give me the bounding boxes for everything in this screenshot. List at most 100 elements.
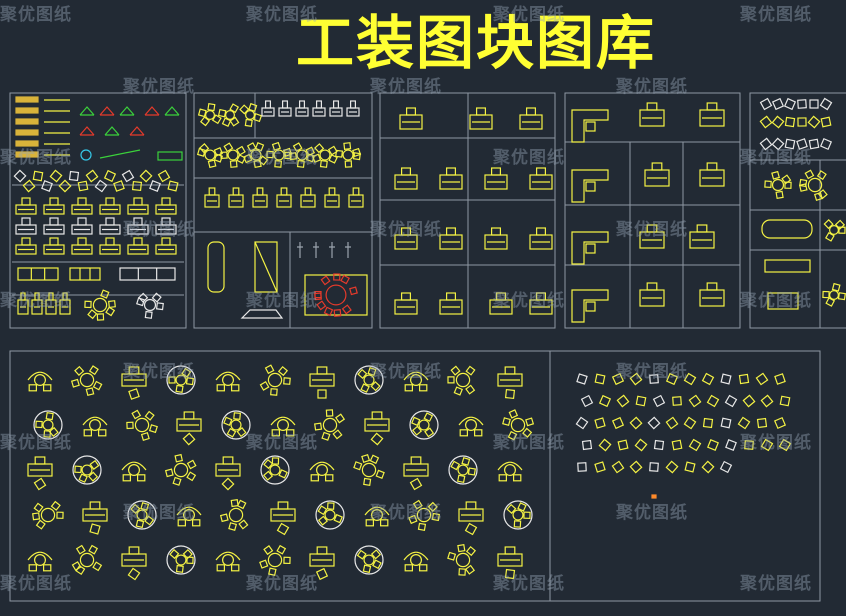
chair-shape <box>817 189 828 200</box>
chair-group <box>32 170 44 182</box>
chair-shape <box>513 520 522 528</box>
chair-group <box>665 372 679 386</box>
desk-group <box>497 366 523 387</box>
chair-group <box>701 372 715 386</box>
chair-group <box>629 416 643 430</box>
chair-shape <box>229 116 240 127</box>
furniture-group <box>506 502 531 528</box>
chair-shape <box>756 417 768 429</box>
chair-shape <box>369 454 380 465</box>
round-lounge <box>127 500 157 530</box>
chair-shape <box>447 376 455 384</box>
chair-shape <box>465 501 477 510</box>
lounge-chair <box>216 564 225 572</box>
chair-shape <box>401 227 412 236</box>
desk-group <box>439 227 463 250</box>
table-shape <box>361 462 377 478</box>
watermark-text: 聚优图纸 <box>493 148 565 168</box>
chair-shape <box>822 290 830 299</box>
chair-shape <box>236 154 246 164</box>
chair-shape <box>837 292 846 301</box>
watermark-text: 聚优图纸 <box>493 433 565 453</box>
chair-shape <box>634 438 648 452</box>
chair-group <box>127 567 141 581</box>
chair-shape <box>755 372 769 386</box>
sofa-shape <box>17 267 59 281</box>
chair-group <box>672 396 682 406</box>
chair-shape <box>161 237 171 246</box>
chair-shape <box>74 365 85 377</box>
table-shape <box>143 298 157 312</box>
chair-shape <box>70 378 80 388</box>
chair-shape <box>94 179 108 193</box>
chair-shape <box>311 153 322 163</box>
desk-group <box>689 224 715 249</box>
chair-group <box>629 460 643 474</box>
chair-shape <box>20 292 26 301</box>
legend-swatch <box>15 118 39 125</box>
chair-shape <box>760 394 774 408</box>
chair-shape <box>585 181 596 192</box>
meeting-table <box>304 274 368 316</box>
table-shape <box>363 554 375 566</box>
watermark-text: 聚优图纸 <box>246 433 318 453</box>
chair-shape <box>465 545 477 557</box>
chair-shape <box>259 559 269 569</box>
chair-shape <box>151 292 162 303</box>
table-shape <box>267 552 283 568</box>
chair-group <box>819 97 833 111</box>
furniture-group <box>168 367 194 393</box>
chair-group <box>58 179 72 193</box>
chair-group <box>611 416 625 430</box>
desk-group <box>489 292 513 315</box>
furniture-group <box>502 409 535 441</box>
furniture-group <box>71 544 103 575</box>
lounge-table <box>183 509 196 522</box>
chair-group <box>688 438 702 452</box>
chair-shape <box>68 170 80 182</box>
round-lounge <box>503 500 533 530</box>
chair-shape <box>356 549 367 560</box>
chair-shape <box>316 366 328 375</box>
furniture-group <box>242 142 269 169</box>
furniture-group <box>239 102 263 127</box>
furniture-group <box>32 500 64 530</box>
sofa-shape <box>119 267 176 281</box>
chair-shape <box>139 169 153 183</box>
watermark-text: 聚优图纸 <box>246 574 318 594</box>
chair-shape <box>665 416 679 430</box>
chair-shape <box>144 515 155 526</box>
chair-shape <box>522 427 533 438</box>
desk-group <box>300 187 316 208</box>
chair-shape <box>32 170 44 182</box>
lounge-table <box>277 419 290 432</box>
furniture-group <box>450 456 477 484</box>
chair-shape <box>797 117 807 127</box>
chair-shape <box>236 499 247 510</box>
chair-shape <box>242 153 253 164</box>
chair-shape <box>701 372 715 386</box>
chair-shape <box>186 556 194 564</box>
chair-shape <box>148 424 158 434</box>
furniture-group <box>411 412 435 438</box>
chair-group <box>649 462 659 472</box>
round-lounge <box>166 365 196 395</box>
chair-group <box>797 99 807 109</box>
chair-shape <box>504 568 516 580</box>
chair-shape <box>223 142 234 153</box>
chair-shape <box>183 411 195 420</box>
chair-shape <box>409 477 423 491</box>
chair-group <box>464 522 478 536</box>
chair-shape <box>375 469 385 479</box>
chair-shape <box>254 142 265 152</box>
chair-shape <box>635 395 647 407</box>
chair-shape <box>629 416 643 430</box>
lounge-table <box>33 553 46 566</box>
chair-shape <box>62 292 68 301</box>
watermark-text: 聚优图纸 <box>246 148 318 168</box>
round-lounge <box>166 545 196 575</box>
chair-shape <box>263 545 274 556</box>
chair-shape <box>370 381 381 392</box>
chair-shape <box>496 292 507 301</box>
chair-shape <box>585 243 596 254</box>
